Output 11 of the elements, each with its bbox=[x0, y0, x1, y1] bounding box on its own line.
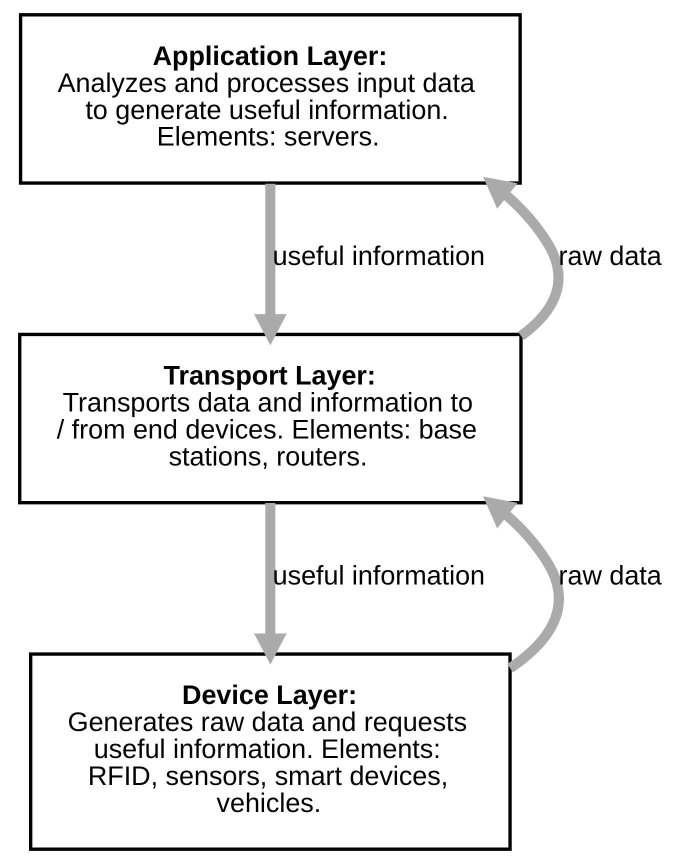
edge-label: useful information bbox=[272, 560, 485, 591]
node-box: Transport Layer: Transports data and information to / from end devices. Elements: base stations, routers. bbox=[18, 332, 522, 504]
edge-label: raw data bbox=[558, 560, 662, 591]
node-box: Application Layer: Analyzes and processes input data to generate useful information. Elements: servers. bbox=[18, 13, 522, 185]
edge-label: raw data bbox=[558, 241, 662, 272]
edge-label: useful information bbox=[272, 241, 485, 272]
arrow bbox=[254, 184, 286, 346]
arrow bbox=[482, 176, 563, 340]
arrow bbox=[254, 503, 286, 664]
arrow bbox=[482, 496, 564, 672]
node-box: Device Layer: Generates raw data and requests useful information. Elements: RFID, sensors, smart devices, vehicles. bbox=[28, 652, 512, 851]
